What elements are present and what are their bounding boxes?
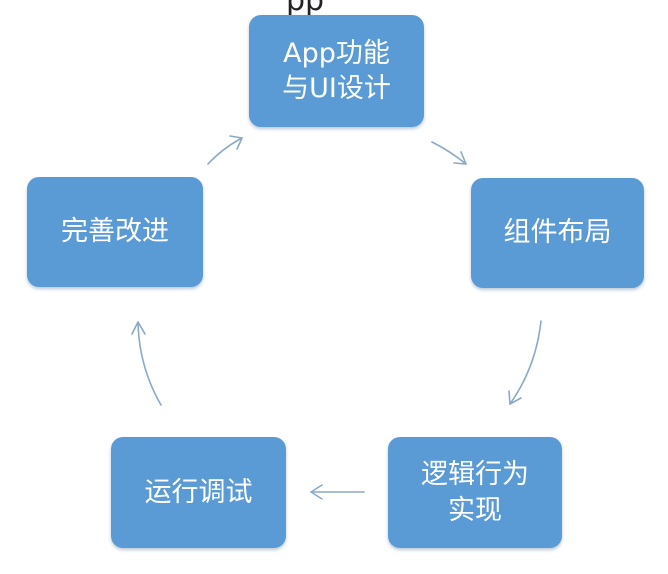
arrow-step3-to-step4 (310, 484, 365, 500)
clipped-heading-fragment: pp (286, 0, 325, 18)
arrow-step4-to-step5 (131, 321, 162, 406)
arrow-step2-to-step3 (508, 320, 542, 405)
arrow-step5-to-step1 (207, 135, 243, 165)
step-label-line1: 组件布局 (503, 217, 612, 249)
step-component-layout: 组件布局 (471, 178, 644, 288)
step-label-line1: App功能 (283, 37, 390, 69)
step-label-line2: 与UI设计 (282, 73, 391, 104)
step-logic-behavior-implementation: 逻辑行为 实现 (388, 437, 562, 548)
step-label-line1: 完善改进 (61, 216, 169, 248)
step-label-line1: 运行调试 (144, 476, 253, 508)
arrow-step1-to-step2 (431, 141, 467, 165)
step-label-line1: 逻辑行为 (421, 459, 529, 491)
step-refine-improve: 完善改进 (27, 177, 203, 287)
step-label-line2: 实现 (448, 494, 502, 526)
step-app-function-ui-design: App功能 与UI设计 (249, 15, 424, 127)
step-run-debug: 运行调试 (111, 437, 286, 548)
